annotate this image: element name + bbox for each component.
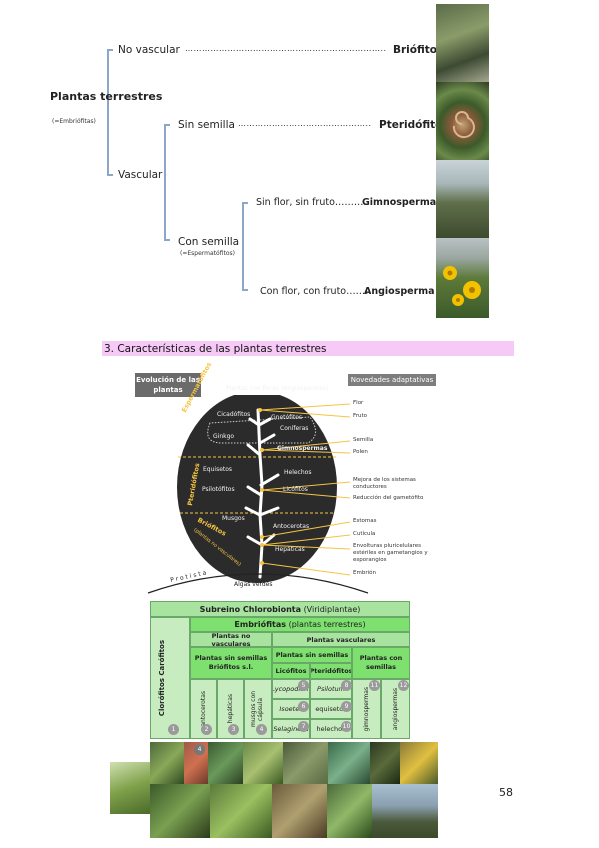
sin-semilla-label: Sin semilla (178, 119, 235, 131)
angiospermas-text: angiospermas (392, 687, 399, 731)
fern-spiral-icon (452, 111, 475, 139)
angiospermas-label: Plantas con flores (Angiospermas) (226, 385, 328, 393)
photo-9 (150, 784, 210, 838)
marker-12: 12 (398, 680, 409, 691)
antocerotas-label: Antocerotas (273, 523, 310, 530)
subreino-name: Subreino Chlorobionta (199, 604, 302, 614)
clorofitos-text: Clorófitos Carófitos (158, 639, 166, 717)
novedad-embrion: Embrión (353, 570, 376, 576)
novedad-cuticula: Cutícula (353, 531, 376, 537)
novedad-polen: Polen (353, 449, 368, 455)
marker-7: 7 (298, 721, 309, 732)
page-number: 58 (499, 786, 513, 799)
con-semilla-label: Con semilla (178, 236, 240, 248)
marker-8: 8 (341, 680, 352, 691)
marker-9: 9 (341, 701, 352, 712)
photo-5 (283, 742, 328, 784)
subreino-paren: (Viridiplantae) (303, 604, 361, 614)
photo-10 (210, 784, 272, 838)
photo-11 (272, 784, 327, 838)
vascular-label: Vascular (118, 169, 163, 181)
angiosperma-label: Angiosperma (364, 286, 435, 297)
flower-photo (436, 238, 489, 318)
root-subtitle: (=Embriófitas) (52, 118, 96, 125)
novedad-reduccion-gametofito: Reducción del gametófito (353, 495, 424, 501)
coniferas-label: Coníferas (280, 425, 309, 432)
section-title-bar (102, 341, 514, 356)
root-title: Plantas terrestres (50, 90, 163, 103)
novedad-sistemas-conductores: Mejora de los sistemas conductores (353, 477, 416, 490)
musgos-label: Musgos (222, 515, 245, 522)
photo-2: 4 (184, 742, 208, 784)
evolution-egg-diagram (147, 395, 369, 594)
marker-5: 5 (298, 680, 309, 691)
sin-flor-label: Sin flor, sin fruto………… (256, 197, 373, 208)
sin-semilla-dots: ……………………………………….. (238, 119, 372, 128)
gimnosperma-label: Gimnosperma (362, 197, 437, 208)
photo-3 (208, 742, 243, 784)
ginkgo-label: Ginkgo (213, 433, 235, 440)
photo-7 (370, 742, 400, 784)
novedades-title: Novedades adaptativas (348, 374, 436, 386)
fern-photo (436, 82, 489, 160)
table-licofitos: Licófitos (272, 663, 310, 679)
embriofitas-name: Embriófitas (234, 620, 287, 629)
table-no-vasculares: Plantas no vasculares (190, 632, 272, 647)
hepaticas-text: hepáticas (227, 694, 234, 724)
table-vasculares: Plantas vasculares (272, 632, 410, 647)
hepaticas-label: Hepáticas (275, 546, 305, 553)
marker-6: 6 (298, 701, 309, 712)
photo-12 (327, 784, 372, 838)
table-con-semillas: Plantas con semillas (352, 647, 410, 679)
marker-2: 2 (201, 724, 212, 735)
conifer-photo (436, 160, 489, 238)
marker-4: 4 (256, 724, 267, 735)
angiospermas-text: Plantas con flores (Angiospermas) (226, 385, 329, 392)
con-flor-label: Con flor, con fruto……… (260, 286, 375, 297)
table-subreino: Subreino Chlorobionta (Viridiplantae) (150, 601, 410, 617)
cicadofitos-label: Cicadófitos (217, 411, 251, 418)
table-sin-semillas-brio: Plantas sin semillas Briófitos s.l. (190, 647, 272, 679)
table-sin-semillas: Plantas sin semillas (272, 647, 352, 663)
novedad-estomas: Estomas (353, 518, 377, 524)
psilotofitos-label: Psilotófitos (202, 486, 235, 493)
photo-4 (243, 742, 283, 784)
novedad-semilla: Semilla (353, 437, 374, 443)
gnetofitos-label: Gnetófitos (271, 414, 303, 421)
photo-6 (328, 742, 370, 784)
photo-1 (150, 742, 184, 784)
marker-11: 11 (369, 680, 380, 691)
antocerotas-text: antocerotas (200, 691, 207, 727)
pteridofito-label: Pteridófito (379, 119, 443, 131)
novedad-fruto: Fruto (353, 413, 368, 419)
evolution-title: Evolución de las plantas (135, 373, 201, 397)
yellow-flower-icon (443, 266, 481, 306)
con-semilla-subtitle: (=Espermatófitos) (180, 250, 235, 257)
helechos-label: Helechos (284, 469, 312, 476)
marker-1: 1 (168, 724, 179, 735)
embriofitas-paren: (plantas terrestres) (288, 620, 366, 629)
table-clorofitos: Clorófitos Carófitos (150, 617, 190, 739)
table-pteridofitos: Pteridófitos (310, 663, 352, 679)
no-vascular-dots: …………………………………………………………….. (185, 44, 387, 53)
moss-photo (436, 4, 489, 82)
photo-algae (110, 762, 150, 814)
marker-10: 10 (341, 721, 352, 732)
gimnospermas-text: gimnospermas (363, 686, 370, 732)
photo-8 (400, 742, 438, 784)
gimnospermas-label: Gimnospermas (277, 445, 328, 452)
novedad-envolturas: Envolturas pluricelulares estériles en g… (353, 543, 428, 563)
marker-3: 3 (228, 724, 239, 735)
licofitos-label: Licófitos (283, 486, 308, 493)
photo-13 (372, 784, 438, 838)
photo-marker-4: 4 (194, 744, 205, 755)
no-vascular-label: No vascular (118, 44, 180, 56)
equisetos-label: Equisetos (203, 466, 233, 473)
classification-brackets (107, 49, 248, 291)
novedad-flor: Flor (353, 400, 364, 406)
algas-verdes-label: Algas verdes (234, 581, 273, 588)
table-embriofitas: Embriófitas (plantas terrestres) (190, 617, 410, 632)
section-title: 3. Características de las plantas terres… (104, 343, 327, 355)
briofito-label: Briófito (393, 44, 438, 56)
